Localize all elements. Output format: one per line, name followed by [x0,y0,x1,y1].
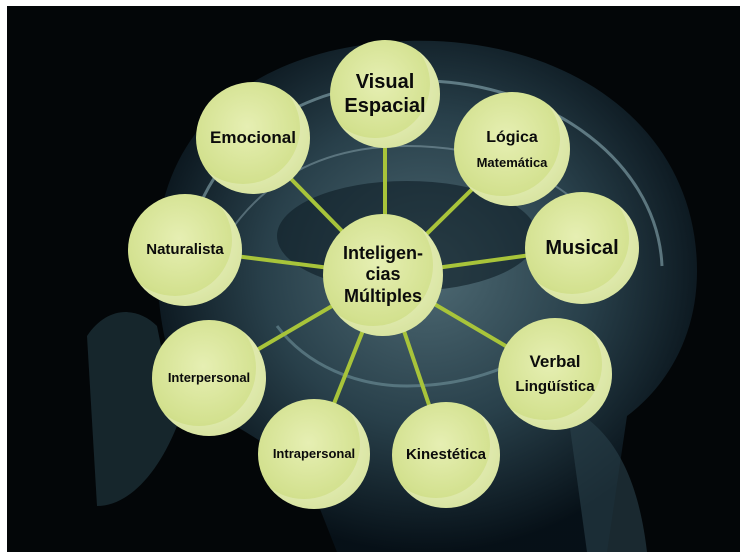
verbal-line-1: Verbal [515,352,594,372]
node-naturalista: Naturalista [128,194,242,306]
verbal-line-2: Lingüística [515,378,594,396]
intrapersonal-line-1: Intrapersonal [273,446,355,462]
musical-line-1: Musical [545,236,618,260]
center-node: Inteligen- cias Múltiples [323,214,443,336]
kinestetica-line-1: Kinestética [406,446,486,464]
node-interpersonal: Interpersonal [152,320,266,436]
node-intrapersonal: Intrapersonal [258,399,370,509]
center-line-1: Inteligen- [343,243,423,265]
visual-line-1: Visual [344,70,425,94]
node-musical: Musical [525,192,639,304]
interpersonal-line-1: Interpersonal [168,370,250,386]
naturalista-line-1: Naturalista [146,241,224,259]
node-verbal-linguistica: Verbal Lingüística [498,318,612,430]
center-line-3: Múltiples [343,286,423,308]
visual-line-2: Espacial [344,94,425,118]
emocional-line-1: Emocional [210,128,296,148]
center-line-2: cias [343,264,423,286]
node-visual-espacial: Visual Espacial [330,40,440,148]
logica-line-2: Matemática [477,155,548,171]
logica-line-1: Lógica [477,128,548,147]
node-logica-matematica: Lógica Matemática [454,92,570,206]
node-kinestetica: Kinestética [392,402,500,508]
node-emocional: Emocional [196,82,310,194]
